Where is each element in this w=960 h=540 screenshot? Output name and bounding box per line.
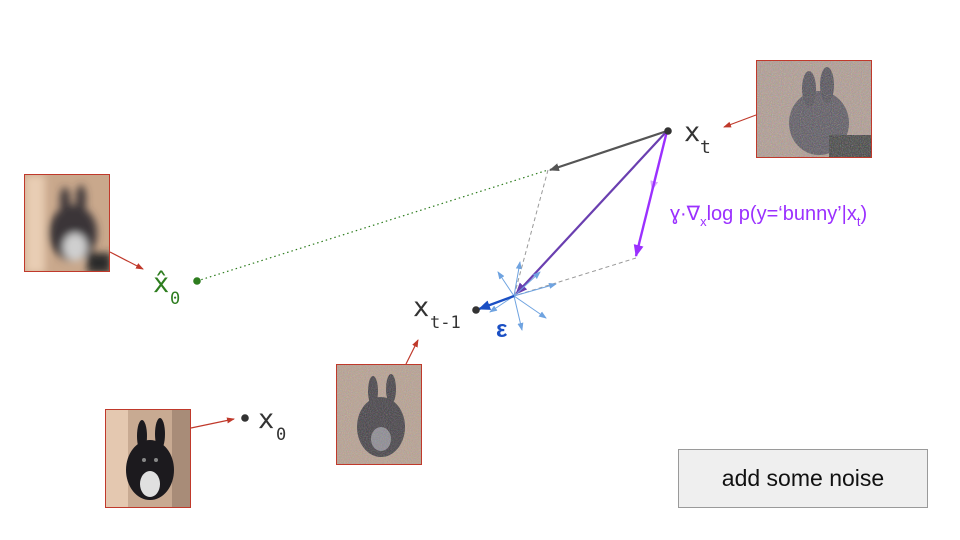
combined-update-arrow (515, 130, 668, 295)
guidance-sub-x: x (700, 214, 707, 229)
leader-xt (723, 114, 757, 128)
x0-label: x (258, 404, 274, 435)
leader-x0 (190, 417, 235, 429)
guidance-sub-t: t (857, 214, 861, 229)
guidance-gradient-arrow (633, 130, 669, 257)
xt-minus-1-label: x (413, 292, 429, 323)
epsilon-label: ε (496, 316, 507, 343)
x0-label-sub: 0 (276, 425, 286, 445)
xt-minus-1-point (472, 306, 480, 314)
noisy-xt-image (756, 60, 872, 158)
predicted-x0-image (24, 174, 110, 272)
denoise-direction-arrow (549, 129, 668, 172)
clean-x0-image (105, 409, 191, 508)
x0-hat-point (193, 277, 201, 285)
xt-minus-1-label-sub: t-1 (430, 313, 461, 333)
leader-x0-hat (109, 251, 144, 270)
x0-hat-label: x̂ (153, 268, 169, 299)
x0-point (241, 414, 249, 422)
xt-minus-1-image (336, 364, 422, 465)
guidance-prefix: ɣ·∇ (670, 203, 701, 225)
prediction-dotted-line (196, 169, 549, 282)
epsilon-noise-arrow (478, 294, 515, 311)
x0-hat-label-sub: 0 (170, 289, 180, 309)
guidance-mid: log p(y=‘bunny’|x (707, 203, 857, 225)
guidance-formula: ɣ·∇xlog p(y=‘bunny’|xt) (670, 203, 867, 229)
guidance-close: ) (860, 203, 867, 225)
xt-label-sub: t (700, 137, 711, 158)
leader-xt-minus-1 (405, 339, 419, 365)
xt-point (664, 127, 672, 135)
dashed-guide-1 (513, 169, 549, 297)
add-noise-button[interactable]: add some noise (678, 449, 928, 508)
dashed-guide-2 (513, 257, 637, 297)
xt-label: x (684, 117, 700, 148)
